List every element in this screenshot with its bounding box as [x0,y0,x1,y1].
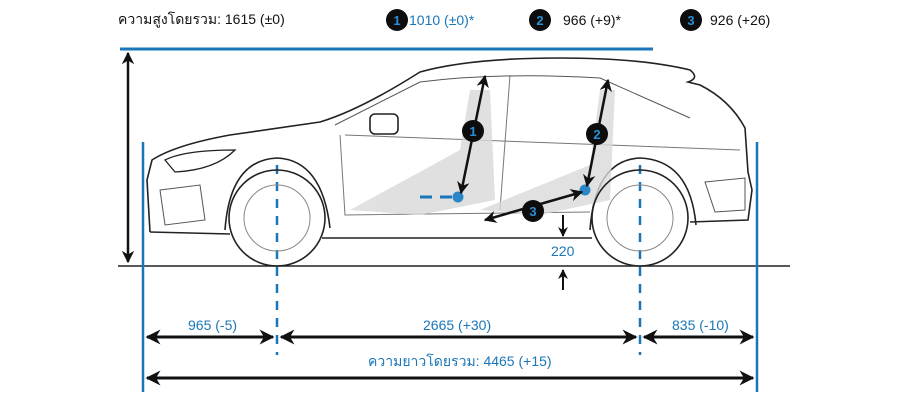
rear-legroom-value: 926 (+26) [710,12,771,28]
front-seat-point [452,191,464,203]
front-overhang-label: 965 (-5) [188,317,238,333]
front-headroom-value: 1010 (±0)* [409,12,475,28]
badge-rear-headroom: 2 [529,9,551,31]
badge-rear-legroom: 3 [680,9,702,31]
badge-front-headroom: 1 [386,9,408,31]
overall-length-label: ความยาวโดยรวม: 4465 (+15) [368,353,552,369]
car-outline [146,57,753,239]
rear-wheel [591,169,689,267]
rear-overhang-label: 835 (-10) [672,317,729,333]
callout-3: 3 [522,200,544,222]
callout-1: 1 [462,120,484,142]
overall-height-label: ความสูงโดยรวม: 1615 (±0) [118,11,285,27]
callout-2: 2 [586,123,608,145]
wheelbase-label: 2665 (+30) [423,317,492,333]
rear-headroom-value: 966 (+9)* [563,12,621,28]
front-wheel [228,169,326,267]
ground-clearance-label: 220 [551,243,575,259]
occupant-silhouettes [350,90,615,215]
rear-seat-point [579,184,591,196]
